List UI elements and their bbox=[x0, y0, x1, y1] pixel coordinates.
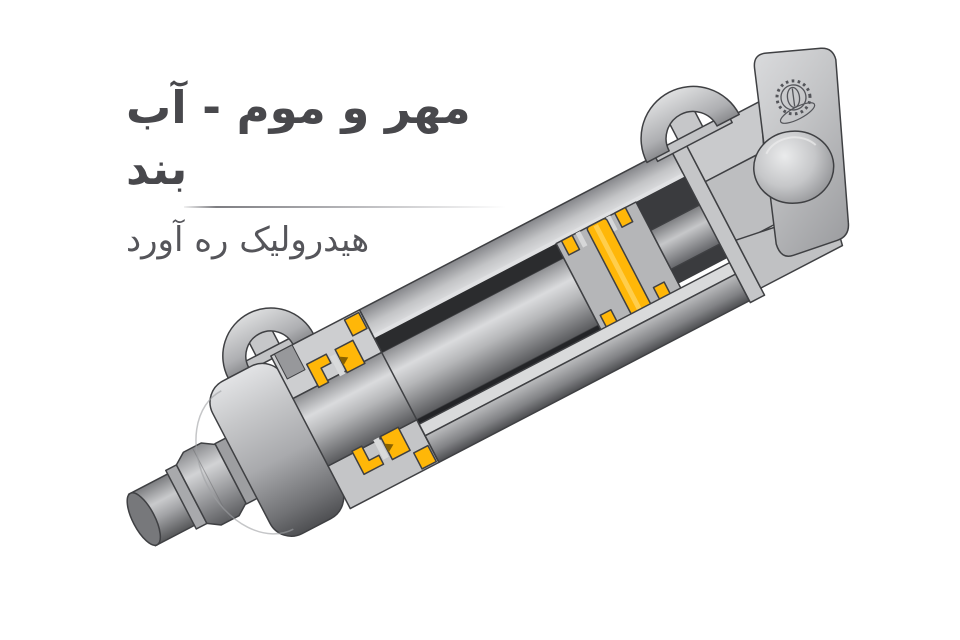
rod-gland-seals-bottom bbox=[351, 426, 437, 476]
cylinder-barrel bbox=[358, 147, 693, 425]
pivot-boss bbox=[753, 130, 835, 204]
rod-gland-seals-top bbox=[305, 311, 368, 389]
gland-static-seal bbox=[343, 311, 368, 337]
cap-end-port-boss bbox=[640, 85, 740, 164]
end-cap bbox=[753, 47, 850, 257]
manufacturer-emblem-icon bbox=[775, 79, 816, 124]
piston-wear-ring bbox=[613, 206, 634, 229]
rod-wiper-seal bbox=[305, 353, 332, 389]
piston-rod-tip bbox=[126, 492, 162, 547]
piston bbox=[555, 201, 683, 333]
gland-static-seal bbox=[412, 444, 437, 470]
rod-wiper-seal bbox=[351, 445, 385, 476]
page-subtitle: هیدرولیک ره آورد bbox=[126, 219, 370, 260]
page-title: مهر و موم - آب بند bbox=[126, 81, 471, 195]
piston-wear-ring bbox=[560, 234, 581, 256]
brand-text-block: مهر و موم - آب بند هیدرولیک ره آورد bbox=[126, 78, 506, 262]
title-divider bbox=[184, 205, 506, 208]
cylinder-assembly bbox=[126, 47, 850, 547]
